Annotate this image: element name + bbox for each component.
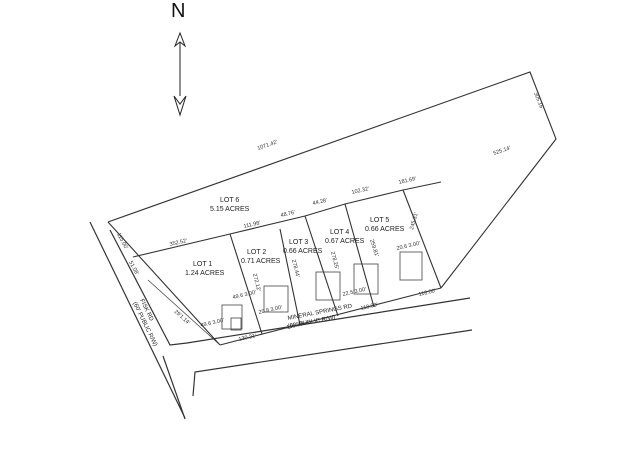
fisk-rd-edge-2: [109, 229, 188, 346]
dimension-label: 29'1.14': [173, 309, 191, 326]
lot6-area: 5.15 ACRES: [210, 206, 250, 213]
lot1-name: LOT 1: [193, 261, 212, 268]
dimension-label: 130.21': [238, 333, 257, 343]
dimension-label: 102.32': [351, 186, 370, 196]
fisk-rd-edge-1: [89, 221, 186, 419]
lot1-lot2-line: [229, 233, 263, 335]
building-lot5: [399, 251, 423, 281]
dimension-label: 305.16': [532, 92, 544, 111]
lot5-name: LOT 5: [370, 217, 389, 224]
roads: [89, 221, 473, 420]
dimension-label: 44.28': [312, 198, 328, 207]
dimension-label: 245.31': [409, 212, 420, 231]
north-arrow-icon: [173, 31, 187, 117]
dimension-label: 118.00': [418, 288, 436, 298]
lot6-south-line: [132, 181, 442, 258]
north-arrow: N: [171, 0, 187, 117]
lot5-area: 0.66 ACRES: [365, 226, 405, 233]
lot5-east-line: [402, 189, 442, 289]
building-lot1: [221, 304, 243, 330]
dimension-label: 111.98': [243, 220, 261, 230]
dimension-label: 51.08': [127, 260, 139, 276]
lot3-lot4-line: [304, 215, 339, 317]
lot4-lot5-line: [344, 203, 375, 308]
dimension-labels: 1071.42' 305.16' 525.14' 352.52' 111.98'…: [115, 92, 544, 343]
west-boundary: [107, 221, 221, 346]
mineral-springs-rd-south-edge: [192, 329, 473, 397]
dimension-label: 118.00': [286, 321, 304, 331]
dimension-label: 49.6 3.00': [232, 290, 257, 301]
dimension-label: 259.81': [368, 239, 379, 258]
dimension-label: 278.44': [290, 259, 300, 278]
dimension-label: 181.69': [398, 176, 417, 186]
fisk-rd-edge-3: [162, 355, 186, 420]
dimension-label: 272.12': [251, 273, 261, 292]
lot3-name: LOT 3: [289, 239, 308, 246]
dimension-label: 20.8 3.00': [258, 305, 283, 316]
mineral-springs-rd-north-edge: [186, 297, 471, 344]
dimension-label: 115.00': [115, 232, 128, 250]
north-letter: N: [171, 0, 185, 22]
dimension-label: 48.76': [280, 210, 296, 219]
building-lot3: [315, 271, 341, 301]
lot-labels: LOT 6 5.15 ACRES LOT 1 1.24 ACRES LOT 2 …: [185, 197, 405, 277]
lot2-area: 0.71 ACRES: [241, 258, 281, 265]
dimension-label: 22.5 3.00': [342, 287, 367, 298]
lot3-area: 0.66 ACRES: [283, 248, 323, 255]
building-lot2: [263, 285, 289, 313]
lot2-name: LOT 2: [247, 249, 266, 256]
dimension-label: 49.6 3.00': [200, 318, 225, 329]
building-lot1-porch: [230, 317, 242, 331]
dimension-label: 20.6 3.00': [396, 241, 421, 252]
dimension-label: 118.00': [360, 302, 378, 312]
dimension-label: 352.52': [169, 238, 188, 248]
building-footprints: [221, 251, 423, 331]
lot2-lot3-line: [279, 228, 301, 326]
lot1-diagonal: [147, 279, 221, 346]
south-frontage-line: [219, 287, 442, 346]
lot1-area: 1.24 ACRES: [185, 270, 225, 277]
lot4-area: 0.67 ACRES: [325, 238, 365, 245]
dimension-label: 278.25': [329, 251, 339, 270]
dimension-label: 1071.42': [257, 139, 279, 151]
building-lot4: [353, 263, 379, 295]
north-east-boundary: [107, 71, 557, 289]
lot4-name: LOT 4: [330, 229, 349, 236]
dimension-label: 525.14': [493, 145, 512, 156]
lot6-name: LOT 6: [220, 197, 239, 204]
parcel-boundary: [107, 71, 557, 346]
